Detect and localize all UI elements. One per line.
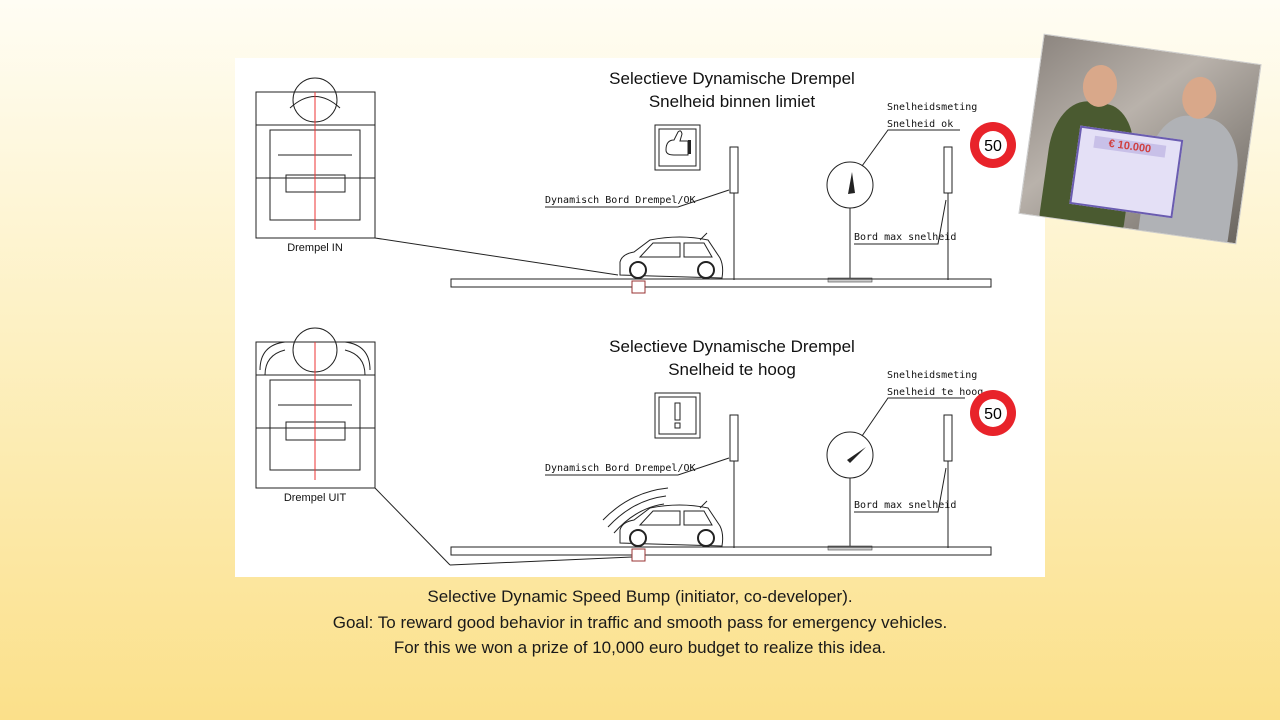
panel-within-limit: Selectieve Dynamische Drempel Snelheid b… — [255, 69, 1016, 294]
max-speed-sign-label: Bord max snelheid — [854, 232, 956, 243]
bump-detail-in: Drempel IN — [255, 77, 376, 254]
dynamic-sign-label: Dynamisch Bord Drempel/OK — [545, 195, 696, 206]
detail-label: Drempel UIT — [284, 492, 347, 504]
svg-text:50: 50 — [984, 138, 1002, 155]
car-icon — [619, 232, 724, 294]
dynamic-sign-label: Dynamisch Bord Drempel/OK — [545, 463, 696, 474]
caption-line: Goal: To reward good behavior in traffic… — [332, 612, 948, 632]
thumbs-up-icon — [654, 124, 701, 171]
road — [450, 546, 992, 556]
cheque-amount: € 10.000 — [1093, 135, 1167, 158]
detail-label: Drempel IN — [287, 242, 343, 254]
car-icon — [602, 487, 724, 562]
caption-line: For this we won a prize of 10,000 euro b… — [393, 638, 887, 657]
exclamation-icon — [654, 392, 701, 439]
road — [450, 278, 992, 288]
speed-limit-sign: 50 — [970, 122, 1016, 168]
meter-status: Snelheid ok — [887, 119, 953, 130]
meter-label: Snelheidsmeting — [887, 370, 977, 381]
diagram-drawing: Selectieve Dynamische Drempel Snelheid b… — [255, 69, 1016, 566]
prize-cheque: € 10.000 — [1069, 125, 1184, 219]
meter-label: Snelheidsmeting — [887, 102, 977, 113]
svg-text:50: 50 — [984, 406, 1002, 423]
dynamic-sign-pole — [729, 146, 739, 194]
speedometer-icon — [826, 431, 874, 551]
caption-line: Selective Dynamic Speed Bump (initiator,… — [427, 587, 853, 606]
slide-caption: Selective Dynamic Speed Bump (initiator,… — [0, 584, 1280, 661]
award-photo: € 10.000 — [1018, 33, 1262, 245]
panel-title: Selectieve Dynamische Drempel — [609, 337, 855, 356]
panel-too-fast: Selectieve Dynamische Drempel Snelheid t… — [255, 327, 1016, 566]
max-speed-sign-label: Bord max snelheid — [854, 500, 956, 511]
panel-subtitle: Snelheid binnen limiet — [649, 92, 816, 111]
speed-limit-sign: 50 — [970, 390, 1016, 436]
bump-detail-out: Drempel UIT — [255, 327, 376, 504]
speed-bump-diagram: Selectieve Dynamische Drempel Snelheid b… — [235, 58, 1045, 577]
panel-title: Selectieve Dynamische Drempel — [609, 69, 855, 88]
speedometer-icon — [826, 161, 874, 283]
panel-subtitle: Snelheid te hoog — [668, 360, 796, 379]
meter-status: Snelheid te hoog — [887, 387, 983, 398]
